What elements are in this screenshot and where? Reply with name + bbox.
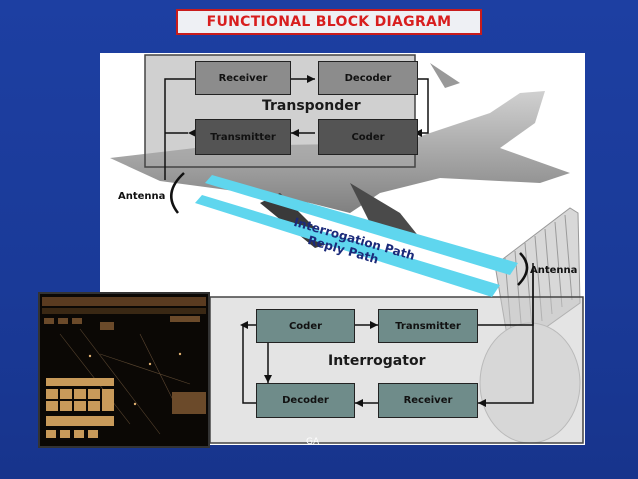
transponder-transmitter-label: Transmitter [210,131,276,143]
path-beams [195,175,518,297]
transponder-coder-block: Coder [318,119,418,155]
interrogator-arrowheads [240,321,486,407]
interrogator-label: Interrogator [328,353,426,369]
footer-text: GA [306,437,320,447]
interrogator-coder-block: Coder [256,309,355,343]
aircraft-antenna-icon [170,172,185,214]
title-box: FUNCTIONAL BLOCK DIAGRAM [176,9,482,35]
transponder-coder-label: Coder [351,131,385,143]
interrogator-receiver-block: Receiver [378,383,478,418]
interrogator-receiver-label: Receiver [403,395,453,406]
interrogator-coder-label: Coder [288,320,323,332]
transponder-decoder-label: Decoder [344,72,392,84]
radar-console-inset [38,292,210,448]
antenna-label-right: Antenna [530,265,578,276]
transponder-receiver-label: Receiver [218,72,268,84]
transponder-decoder-block: Decoder [318,61,418,95]
interrogator-transmitter-label: Transmitter [395,320,461,332]
diagram-panel: Receiver Decoder Transponder Transmitter… [100,53,585,445]
ground-antenna-icon [517,252,529,286]
interrogator-decoder-label: Decoder [282,395,329,406]
transponder-transmitter-block: Transmitter [195,119,291,155]
interrogator-decoder-block: Decoder [256,383,355,418]
transponder-receiver-block: Receiver [195,61,291,95]
antenna-label-left: Antenna [118,191,166,202]
interrogator-transmitter-block: Transmitter [378,309,478,343]
radar-console-image [40,294,208,446]
page-title: FUNCTIONAL BLOCK DIAGRAM [206,14,452,30]
transponder-label: Transponder [262,98,361,114]
